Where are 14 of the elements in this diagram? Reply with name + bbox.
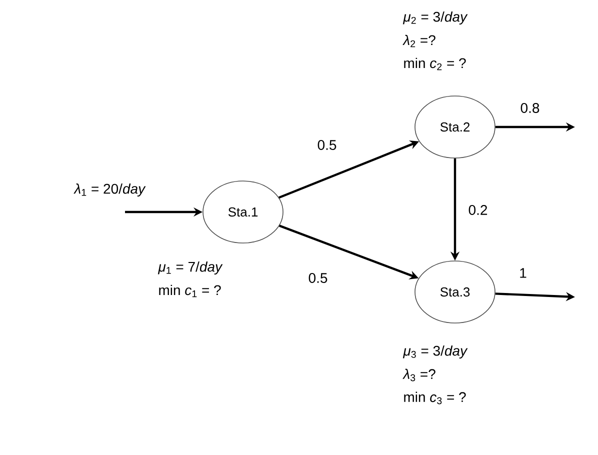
- edge-label: 0.5: [316, 139, 338, 151]
- parameter-text: μ$_{2}$ = 3/day: [402, 11, 468, 25]
- parameter-text: min c$_{2}$ = ?: [404, 58, 466, 70]
- edge-label: 1: [518, 267, 528, 279]
- edge-label: 0.2: [467, 204, 489, 216]
- edge-label: 0.8: [519, 102, 541, 114]
- parameter-text: min c$_{3}$ = ?: [404, 392, 466, 404]
- parameter-text: μ$_{3}$ = 3/day: [402, 345, 468, 359]
- edge-label: 0.5: [307, 272, 329, 284]
- edge-label: λ$_{1}$ = 20/day: [73, 182, 147, 198]
- parameter-text: min c$_{1}$ = ?: [159, 284, 221, 298]
- parameter-text: λ$_{3}$ =?: [402, 368, 436, 382]
- parameter-text: μ$_{1}$ = 7/day: [158, 261, 223, 275]
- parameter-text: λ$_{2}$ =?: [402, 34, 436, 48]
